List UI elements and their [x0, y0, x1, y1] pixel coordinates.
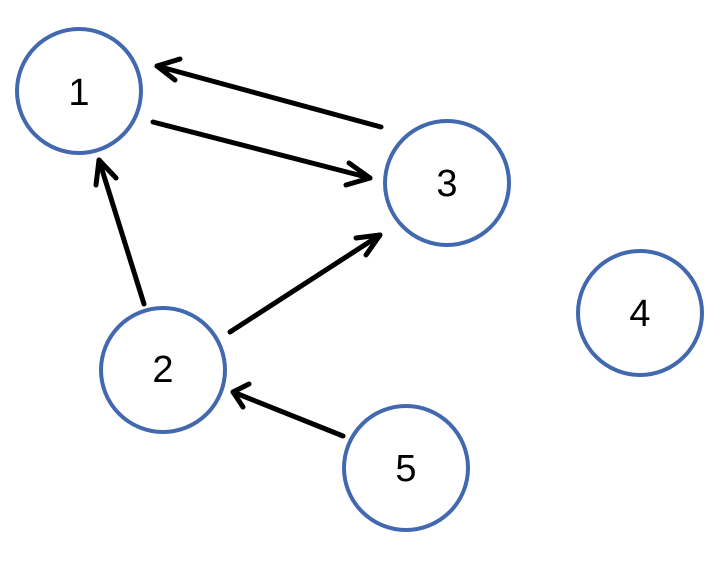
node-3-label: 3	[436, 163, 457, 205]
node-1: 1	[15, 27, 143, 155]
edge-2-to-1	[93, 157, 147, 307]
edge-3-to-1	[154, 56, 384, 130]
node-1-label: 1	[68, 72, 89, 114]
node-4-label: 4	[629, 293, 650, 335]
node-5-label: 5	[395, 448, 416, 490]
edge-1-to-3	[150, 119, 373, 188]
node-3: 3	[383, 119, 511, 247]
edge-5-to-2	[230, 381, 346, 439]
edge-2-to-3	[227, 232, 383, 335]
node-2-label: 2	[152, 349, 173, 391]
node-5: 5	[342, 404, 470, 532]
node-2: 2	[99, 306, 227, 434]
node-4: 4	[576, 249, 704, 377]
